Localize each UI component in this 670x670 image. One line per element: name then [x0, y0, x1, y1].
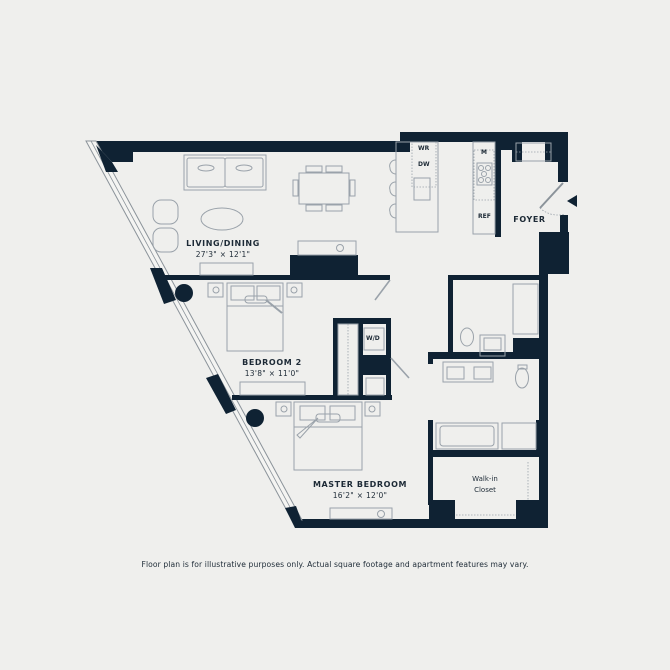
room-label-foyer: FOYER [507, 214, 552, 225]
exterior-walls [86, 132, 569, 528]
bed-master [246, 401, 381, 471]
room-name: FOYER [513, 215, 546, 224]
room-label-bedroom2: BEDROOM 2 13'8" × 11'0" [232, 357, 312, 379]
bed-bedroom2 [175, 282, 303, 352]
media-console [199, 262, 254, 276]
master-bath [435, 361, 537, 450]
room-name: BEDROOM 2 [242, 358, 302, 367]
room-name-line2: Closet [474, 486, 496, 494]
console-table [297, 240, 357, 256]
disclaimer: Floor plan is for illustrative purposes … [141, 560, 529, 569]
bath-2 [460, 283, 539, 357]
sofa [183, 154, 267, 191]
refrigerator-label: REF [478, 213, 491, 220]
entry-arrow-icon [567, 195, 577, 207]
room-name: LIVING/DINING [186, 239, 260, 248]
dresser-bedroom2 [239, 381, 306, 396]
kitchen-counter [472, 141, 496, 235]
window-wall [85, 140, 304, 528]
room-dimensions: 16'2" × 12'0" [332, 491, 388, 500]
room-label-living-dining: LIVING/DINING 27'3" × 12'1" [178, 238, 268, 260]
washer-dryer-label: W/D [366, 335, 380, 342]
dishwasher-label: DW [418, 161, 430, 168]
microwave-label: M [481, 149, 487, 156]
room-dimensions: 27'3" × 12'1" [195, 250, 251, 259]
wine-refrigerator-label: WR [418, 145, 430, 152]
coffee-table [200, 207, 244, 231]
armchairs [152, 199, 179, 253]
room-name-line1: Walk-in [472, 475, 498, 483]
room-name: MASTER BEDROOM [312, 480, 408, 489]
dining-table [292, 165, 356, 212]
room-label-walk-in-closet: Walk-in Closet [455, 474, 515, 496]
room-label-master-bedroom: MASTER BEDROOM 16'2" × 12'0" [300, 479, 420, 501]
kitchen-island [389, 141, 439, 233]
dresser-master [329, 507, 393, 520]
room-dimensions: 13'8" × 11'0" [244, 369, 300, 378]
